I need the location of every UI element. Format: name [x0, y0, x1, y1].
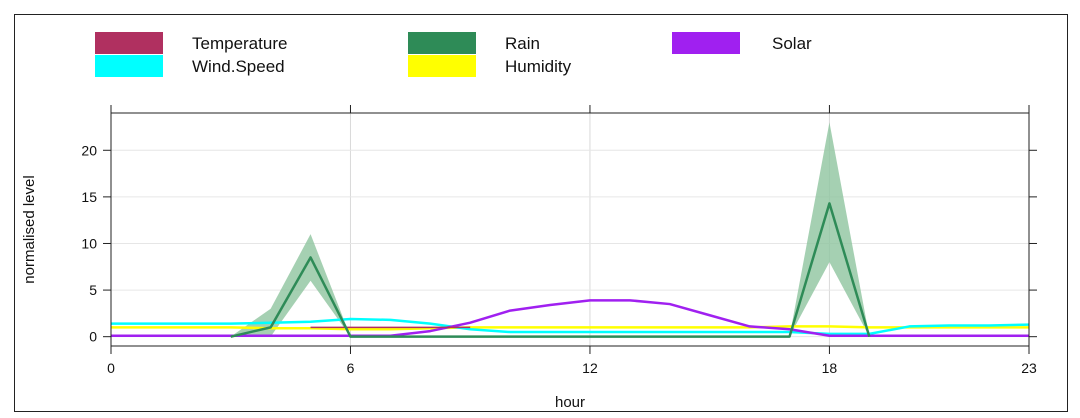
legend-label: Humidity [505, 57, 572, 76]
legend-label: Wind.Speed [192, 57, 285, 76]
x-tick-label: 0 [107, 360, 115, 376]
series-line-wind-speed [111, 317, 1030, 336]
x-tick-label: 23 [1021, 360, 1037, 376]
y-tick-label: 20 [81, 142, 97, 158]
series-line-rain [230, 202, 871, 338]
chart-frame [14, 14, 1068, 412]
legend-label: Solar [772, 34, 812, 53]
y-axis-label: normalised level [21, 175, 38, 283]
x-tick-label: 12 [582, 360, 598, 376]
x-tick-label: 6 [347, 360, 355, 376]
legend-swatch [408, 32, 476, 54]
y-tick-label: 15 [81, 189, 97, 205]
legend-label: Temperature [192, 34, 287, 53]
y-tick-label: 5 [89, 282, 97, 298]
axis-ticks: 0 6 12 18 23 0 5 10 15 20 [81, 105, 1037, 376]
x-axis-label: hour [555, 394, 585, 411]
series-lines [111, 202, 1030, 338]
legend-swatch [95, 32, 163, 54]
y-tick-label: 0 [89, 329, 97, 345]
legend-swatch [95, 55, 163, 77]
legend-label: Rain [505, 34, 540, 53]
x-tick-label: 18 [822, 360, 838, 376]
series-line-solar [111, 299, 1029, 337]
y-tick-label: 10 [81, 235, 97, 251]
grid [111, 113, 1029, 346]
plot-area-border [110, 112, 1030, 347]
legend-swatch [408, 55, 476, 77]
legend-swatch [672, 32, 740, 54]
